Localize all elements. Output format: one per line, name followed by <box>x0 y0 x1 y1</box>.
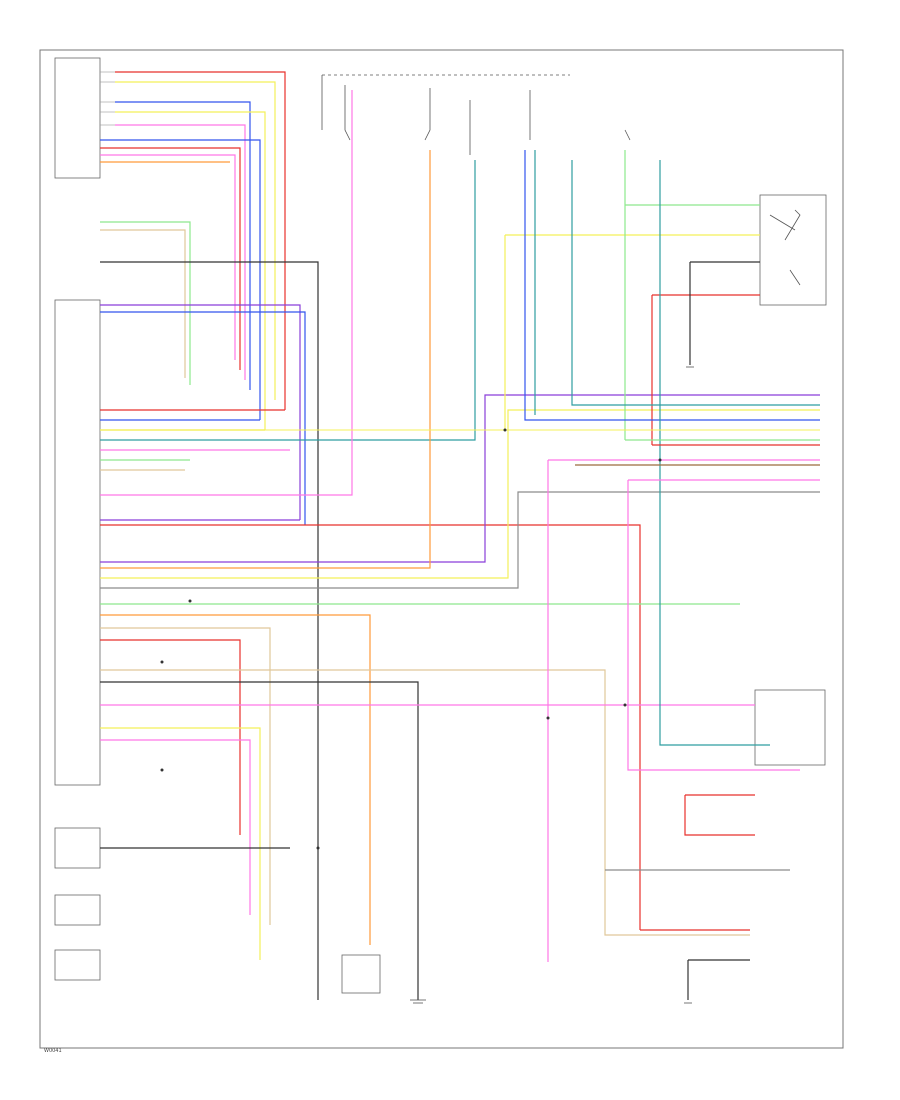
connector-pins <box>100 71 115 126</box>
right-side-wires <box>100 150 820 1000</box>
ground-symbols <box>410 366 694 1004</box>
component-boxes <box>54 57 827 994</box>
splice-dots <box>160 428 662 850</box>
footer-code: W0041 <box>44 1048 62 1054</box>
left-connector-wires <box>100 71 820 1000</box>
fuse-block-top <box>321 74 801 286</box>
diagram-frame <box>39 49 844 1049</box>
